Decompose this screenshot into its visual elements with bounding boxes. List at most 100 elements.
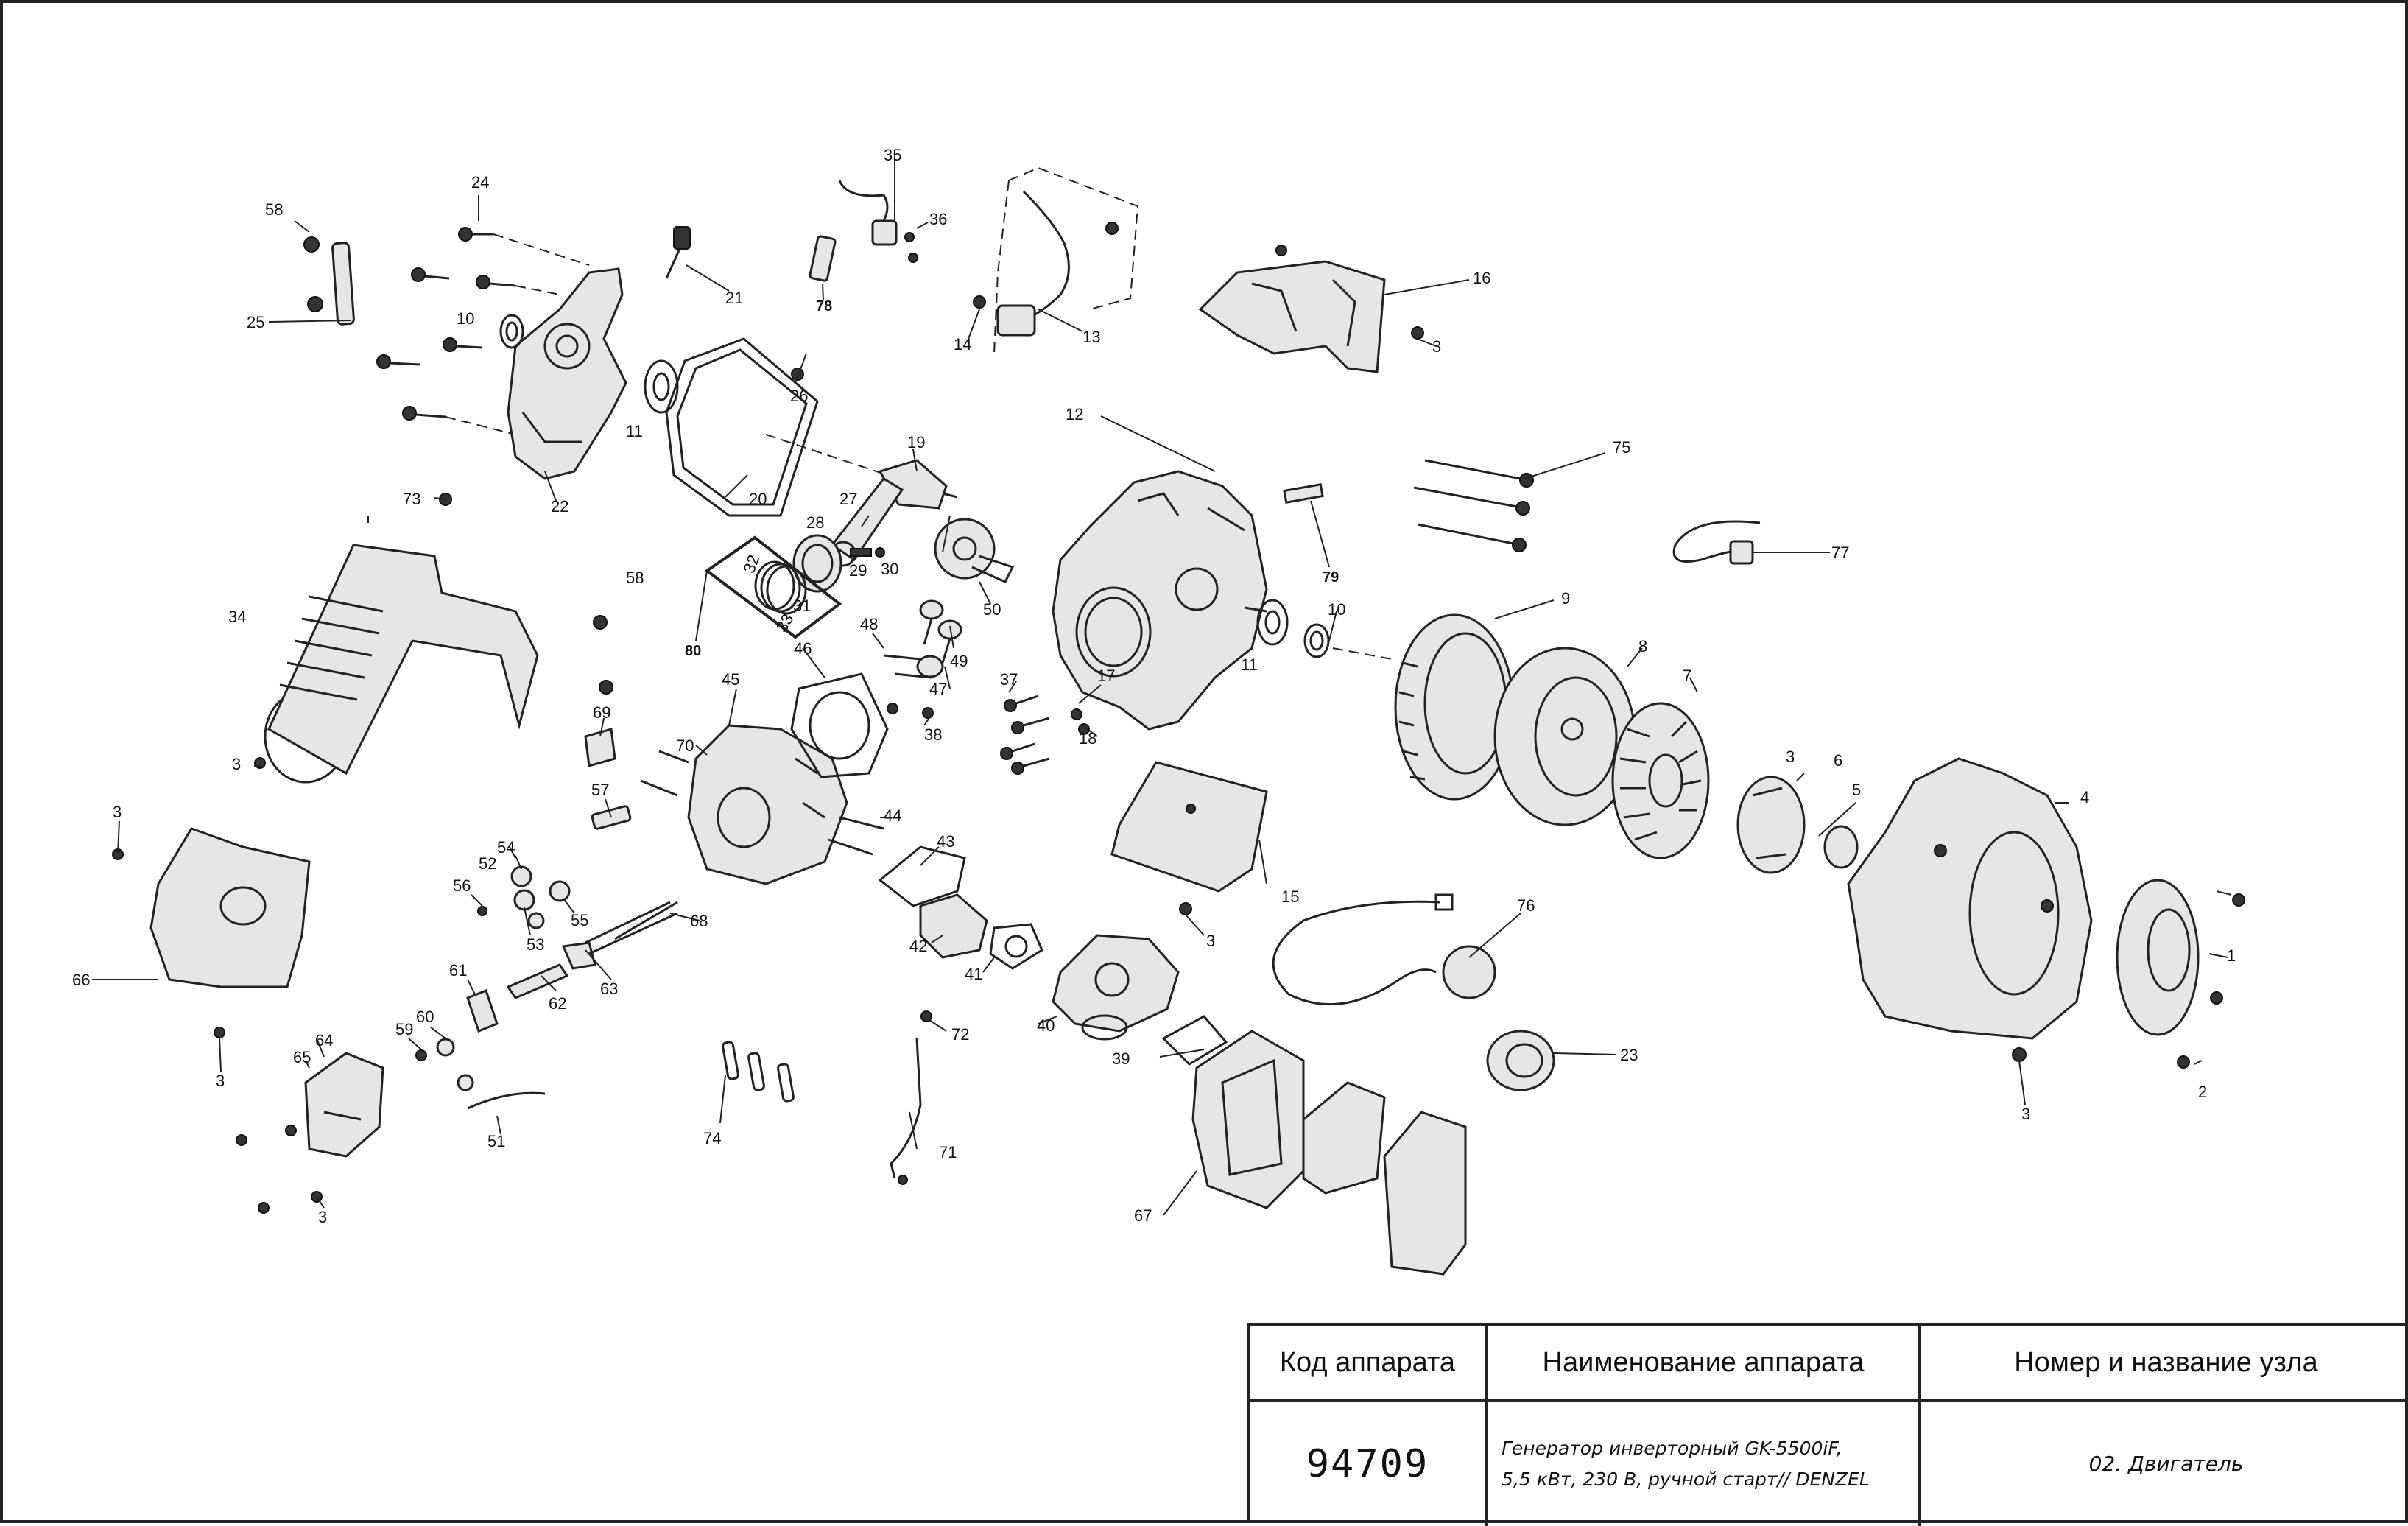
callout-54: 54 — [497, 838, 515, 857]
callout-51: 51 — [487, 1132, 505, 1150]
callout-50: 50 — [983, 600, 1001, 619]
callout-70: 70 — [676, 736, 694, 755]
callout-75: 75 — [1613, 438, 1630, 457]
air-filter-67 — [1191, 1030, 1467, 1276]
callout-37: 37 — [1000, 670, 1018, 689]
bracket-25 — [303, 236, 355, 326]
callout-3-c: 3 — [113, 803, 122, 821]
callout-3-h: 3 — [1786, 748, 1795, 766]
studs-70 — [640, 750, 689, 797]
engine-shroud-34 — [264, 544, 539, 784]
bolt-58 — [593, 615, 608, 630]
callout-56: 56 — [453, 876, 471, 895]
callout-22: 22 — [551, 497, 568, 516]
callout-58-top: 58 — [265, 200, 283, 219]
gasket-39 — [1161, 1015, 1228, 1066]
seal-10-left — [499, 314, 524, 349]
callout-21: 21 — [725, 289, 743, 307]
callout-27: 27 — [839, 490, 857, 508]
callout-35: 35 — [884, 146, 901, 164]
carburetor-40 — [1052, 934, 1180, 1041]
part-23 — [1486, 1030, 1555, 1091]
callout-3-a: 3 — [1432, 337, 1441, 356]
sensor-77 — [1672, 520, 1761, 565]
callout-7: 7 — [1683, 667, 1691, 685]
callout-73: 73 — [403, 490, 420, 508]
callout-4: 4 — [2080, 788, 2089, 806]
callout-31: 31 — [793, 597, 811, 615]
callout-43: 43 — [937, 832, 954, 851]
fan-housing-4 — [1847, 757, 2093, 1040]
callout-79: 79 — [1323, 569, 1339, 586]
callout-42: 42 — [909, 937, 927, 955]
callout-49: 49 — [950, 652, 968, 670]
callout-3-g: 3 — [2021, 1105, 2030, 1123]
gasket-20 — [665, 337, 819, 517]
callout-76: 76 — [1517, 896, 1535, 915]
callout-47: 47 — [929, 680, 947, 698]
rod-68 — [614, 901, 678, 940]
stator-9 — [1394, 613, 1515, 801]
callout-10: 10 — [1328, 600, 1345, 619]
bolt-69-top — [599, 680, 613, 695]
callout-77: 77 — [1831, 544, 1849, 562]
callout-3-d: 3 — [216, 1072, 225, 1090]
callout-67: 67 — [1134, 1206, 1152, 1225]
fuel-pipe-71 — [890, 1038, 922, 1185]
bearing-11-right — [1256, 599, 1289, 646]
rotor-8 — [1493, 647, 1636, 826]
long-bolts-75 — [1413, 459, 1534, 552]
callout-29: 29 — [849, 561, 867, 580]
callout-39: 39 — [1112, 1049, 1130, 1068]
callout-44: 44 — [884, 806, 901, 825]
bolt-3-cover — [1411, 326, 1424, 340]
pin-29-30 — [850, 547, 885, 558]
callout-9: 9 — [1561, 589, 1570, 608]
callout-30: 30 — [881, 560, 898, 578]
callout-15: 15 — [1281, 887, 1299, 906]
callout-69: 69 — [593, 703, 610, 722]
bolt-3-mid — [1179, 902, 1192, 915]
piston-28 — [792, 534, 842, 593]
bearing-11-left — [644, 359, 679, 414]
callout-68: 68 — [690, 912, 708, 930]
nut-38 — [887, 703, 898, 714]
nut-38b — [922, 707, 934, 719]
leader-lines — [92, 155, 2232, 1216]
callout-12: 12 — [1066, 405, 1083, 423]
valve-cover-64 — [236, 1052, 384, 1214]
callout-3-b: 3 — [232, 755, 241, 773]
callout-65: 65 — [293, 1048, 311, 1066]
valve-lifters-48-49 — [883, 600, 962, 679]
cooling-fan-7 — [1611, 702, 1710, 859]
sensor-35 — [838, 180, 918, 263]
callout-16: 16 — [1473, 269, 1490, 287]
callout-64: 64 — [315, 1031, 333, 1049]
recoil-starter-1 — [2116, 879, 2245, 1036]
callout-25: 25 — [247, 313, 264, 331]
insulator-42-43 — [878, 845, 988, 959]
bolt-set-24 — [376, 227, 590, 435]
gasket-41 — [989, 923, 1043, 970]
callout-72: 72 — [951, 1025, 969, 1044]
seal-10-right — [1303, 623, 1330, 658]
callout-61: 61 — [449, 961, 467, 980]
bracket-69 — [584, 728, 616, 767]
rocker-arms-61-62 — [466, 901, 678, 1033]
callout-46: 46 — [794, 639, 812, 658]
header-name: Наименование аппарата — [1488, 1326, 1921, 1402]
callout-71: 71 — [939, 1143, 957, 1161]
ignition-assembly-13 — [973, 166, 1139, 354]
callout-24: 24 — [471, 173, 489, 191]
crankcase-cover-22 — [507, 267, 627, 480]
callout-5: 5 — [1852, 781, 1861, 799]
assembly-name: 02. Двигатель — [2088, 1452, 2244, 1476]
callout-17: 17 — [1097, 667, 1115, 685]
callout-58: 58 — [626, 569, 644, 587]
callout-28: 28 — [806, 513, 824, 532]
callout-10-b: 10 — [457, 309, 474, 328]
cable-76 — [1272, 893, 1496, 1006]
device-name: Генератор инверторный GK-5500iF, 5,5 кВт… — [1488, 1402, 1921, 1526]
title-block: Код аппарата Наименование аппарата Номер… — [1247, 1323, 2408, 1526]
